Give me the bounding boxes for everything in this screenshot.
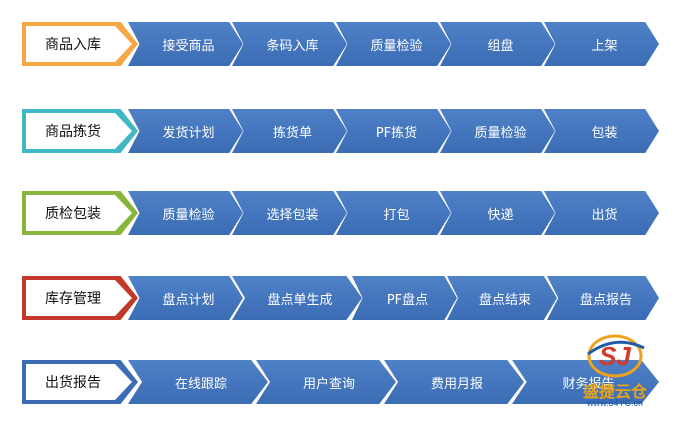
row-title-picking: 商品拣货 (22, 109, 138, 153)
step-pf-count: PF盘点 (352, 276, 457, 320)
step-count-report: 盘点报告 (547, 276, 659, 320)
step-palletize: 组盘 (440, 22, 555, 66)
step-quality-check: 质量检验 (336, 22, 451, 66)
step-packing: 包装 (544, 109, 659, 153)
process-row-inventory: 库存管理 盘点计划 盘点单生成 PF盘点 盘点结束 盘点报告 (0, 272, 680, 324)
process-row-shipping-report: 出货报告 在线跟踪 用户查询 费用月报 财务报告 (0, 356, 680, 408)
step-financial-report: 财务报告 (512, 360, 659, 404)
step-count-sheet: 盘点单生成 (232, 276, 362, 320)
step-shipping-plan: 发货计划 (128, 109, 243, 153)
process-row-picking: 商品拣货 发货计划 拣货单 PF拣货 质量检验 包装 (0, 105, 680, 157)
step-ship-out: 出货 (544, 191, 659, 235)
step-shelve: 上架 (544, 22, 659, 66)
watermark-url: www.34YC.cn (586, 398, 644, 408)
watermark-name: 盛捷云仓 (582, 382, 647, 401)
step-express: 快递 (440, 191, 555, 235)
step-online-tracking: 在线跟踪 (128, 360, 268, 404)
step-quality-check: 质量检验 (440, 109, 555, 153)
process-row-inbound: 商品入库 接受商品 条码入库 质量检验 组盘 上架 (0, 18, 680, 70)
step-user-query: 用户查询 (256, 360, 396, 404)
step-pf-picking: PF拣货 (336, 109, 451, 153)
row-title-shipping-report: 出货报告 (22, 360, 138, 404)
step-monthly-fee-report: 费用月报 (384, 360, 524, 404)
row-title-qc-packing: 质检包装 (22, 191, 138, 235)
process-row-qc-packing: 质检包装 质量检验 选择包装 打包 快递 出货 (0, 187, 680, 239)
step-select-packaging: 选择包装 (232, 191, 347, 235)
step-quality-check: 质量检验 (128, 191, 243, 235)
step-count-plan: 盘点计划 (128, 276, 243, 320)
row-title-inbound: 商品入库 (22, 22, 138, 66)
row-title-inventory: 库存管理 (22, 276, 138, 320)
step-receive-goods: 接受商品 (128, 22, 243, 66)
step-barcode-inbound: 条码入库 (232, 22, 347, 66)
step-count-end: 盘点结束 (447, 276, 557, 320)
step-pick-list: 拣货单 (232, 109, 347, 153)
watermark-logo-icon: SJ (587, 334, 645, 378)
step-pack: 打包 (336, 191, 451, 235)
